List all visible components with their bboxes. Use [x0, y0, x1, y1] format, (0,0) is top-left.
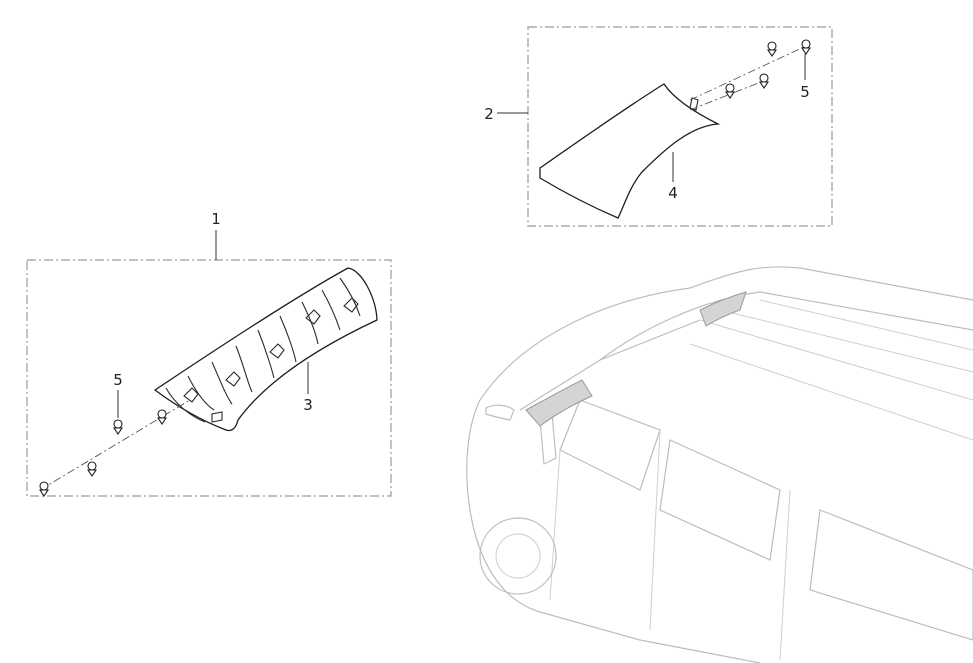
rear-door-line: [779, 489, 791, 661]
callout-5-front: 5: [800, 83, 810, 101]
rear-pillar-trim: [153, 267, 378, 432]
assembly-1-group: 1 3: [26, 210, 392, 497]
front-pillar-trim: [539, 83, 721, 219]
vehicle-locator: [466, 266, 973, 663]
front-wheel: [479, 517, 557, 595]
roof-rail-2: [689, 343, 973, 441]
callout-3: 3: [303, 396, 313, 414]
front-clip-3: [724, 83, 736, 99]
front-pillar-highlight: [525, 379, 593, 427]
front-door-line: [549, 449, 561, 601]
sliding-door-window: [659, 439, 781, 561]
callout-4: 4: [668, 184, 678, 202]
rear-side-window: [809, 509, 973, 641]
roof-rail-3: [719, 309, 973, 373]
roof-rail-1: [699, 319, 973, 401]
roof-rail-4: [759, 299, 973, 351]
callout-5-rear: 5: [113, 371, 123, 389]
headlight: [485, 404, 515, 421]
callout-1: 1: [211, 210, 221, 228]
rear-clip-4: [156, 409, 168, 425]
rear-clip-3: [112, 419, 124, 435]
van-roof-edge: [599, 291, 973, 361]
rear-clip-axis: [39, 399, 191, 491]
assembly-2-frame: [527, 26, 833, 227]
rear-pillar-highlight: [699, 291, 747, 327]
front-door-window: [559, 399, 661, 491]
front-clip-axis-lower: [689, 79, 767, 111]
callout-2: 2: [484, 105, 494, 123]
rear-clip-2: [86, 461, 98, 477]
rear-clip-1: [38, 481, 50, 497]
front-trim-tab: [689, 97, 699, 111]
front-clip-1: [766, 41, 778, 57]
sliding-door-line: [649, 429, 661, 631]
front-wheel-hub: [495, 533, 541, 579]
front-clip-4: [758, 73, 770, 89]
front-clip-axis-upper: [689, 45, 807, 101]
assembly-1-frame: [26, 259, 392, 497]
front-clip-2: [800, 39, 812, 55]
assembly-2-group: 2 4 5: [484, 26, 833, 227]
